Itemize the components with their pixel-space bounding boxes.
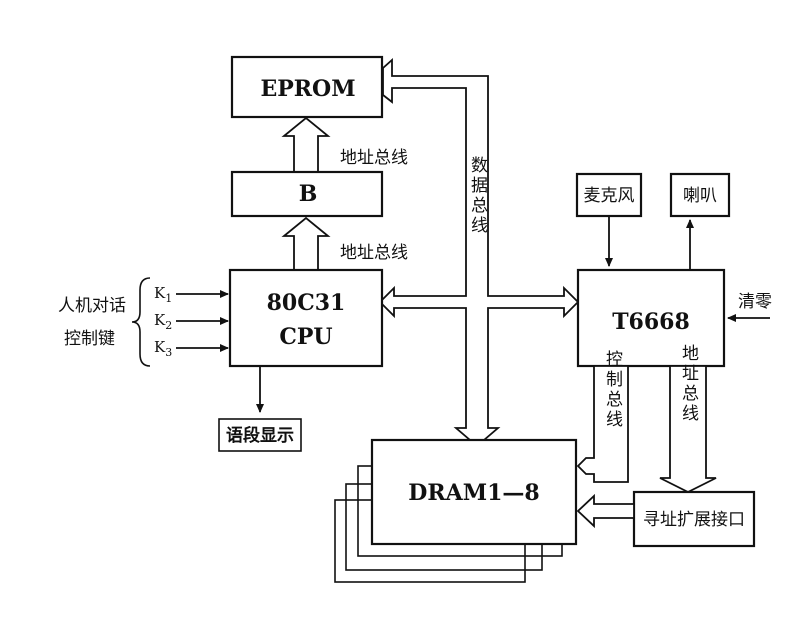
speaker-box	[669, 172, 731, 218]
speaker-label: 喇叭	[683, 186, 717, 206]
eprom-box	[230, 55, 384, 119]
address-bus-cpu-to-b	[281, 216, 331, 271]
control-keys: 人机对话 控制键 K1 K2 K3	[58, 277, 229, 367]
key-1-label: K1	[154, 284, 172, 305]
cpu-label-line1: 80C31	[267, 290, 346, 316]
cpu-label-line2: CPU	[279, 324, 332, 350]
cpu-box	[228, 268, 384, 368]
address-bus-label-right: 地址总线	[678, 344, 699, 424]
svg-text:数据总线: 数据总线	[467, 156, 488, 236]
keys-group-label-line2: 控制键	[64, 329, 115, 349]
data-bus	[378, 57, 580, 448]
data-bus-label: 数据总线	[467, 156, 488, 236]
microphone-label: 麦克风	[584, 186, 635, 206]
b-label: B	[299, 181, 318, 207]
eprom-label: EPROM	[260, 76, 355, 102]
address-bus-b-to-eprom	[281, 116, 331, 173]
dram-stack: DRAM1—8	[334, 438, 578, 583]
address-bus-label-cpu: 地址总线	[340, 243, 408, 263]
clear-label: 清零	[738, 292, 772, 312]
dram-label: DRAM1—8	[408, 480, 539, 506]
dram-box	[370, 438, 578, 546]
data-bus-path	[378, 57, 580, 448]
address-bus-right	[659, 365, 717, 494]
key-3-label: K3	[154, 338, 172, 359]
segment-display-label: 语段显示	[226, 425, 294, 446]
keys-group-label-line1: 人机对话	[58, 296, 126, 316]
keys-brace	[131, 277, 151, 367]
control-bus	[576, 365, 629, 483]
expansion-port-box	[632, 490, 756, 548]
control-bus-label: 控制总线	[602, 350, 623, 430]
key-2-label: K2	[154, 311, 172, 332]
expansion-to-dram-arrow	[576, 493, 635, 529]
expansion-port-label: 寻址扩展接口	[643, 510, 745, 530]
segment-display-box	[218, 418, 302, 452]
address-bus-label-top: 地址总线	[340, 148, 408, 168]
b-box	[230, 170, 384, 218]
t6668-label: T6668	[612, 309, 690, 335]
t6668-box	[576, 268, 726, 368]
